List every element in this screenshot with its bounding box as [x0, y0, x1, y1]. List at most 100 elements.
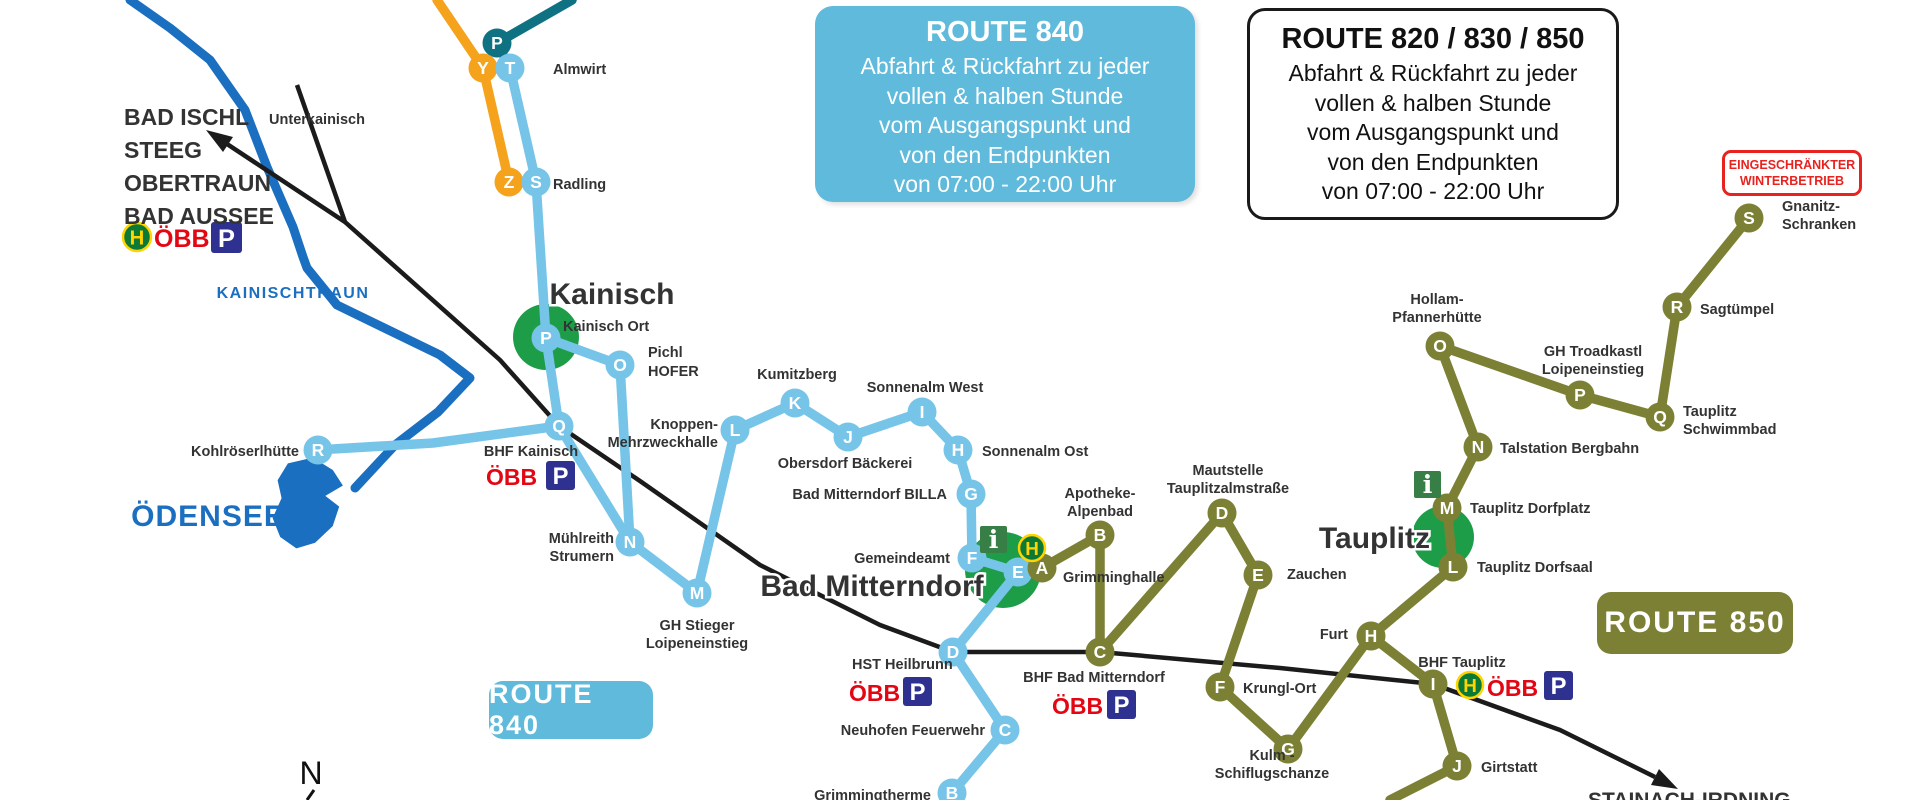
bus-stop-icon-letter: H [1025, 538, 1039, 559]
stop-letter-840-I: I [920, 402, 925, 422]
map-label: Knoppen- [650, 417, 718, 433]
stop-letter-850-M: M [1440, 498, 1455, 518]
oebb-logo-icon: ÖBB [1487, 675, 1538, 701]
route820-info-line: vom Ausgangspunkt und [1307, 119, 1559, 145]
oebb-logo-icon: ÖBB [486, 464, 537, 490]
map-label: BAD ISCHL [124, 104, 249, 130]
map-label: Obersdorf Bäckerei [778, 456, 913, 472]
map-label: N [299, 755, 322, 791]
stop-850-J [1442, 751, 1472, 781]
bus-stop-icon-letter: H [1463, 675, 1477, 696]
map-label: Sonnenalm Ost [982, 444, 1089, 460]
stop-840-L [720, 415, 750, 445]
map-label: GH Troadkastl [1544, 344, 1642, 360]
railway-arrowhead [206, 130, 233, 152]
stop-850-S [1734, 203, 1764, 233]
stop-letter-840-R: R [312, 440, 325, 460]
stop-840-I [907, 397, 937, 427]
railway-arrowhead [1651, 769, 1678, 789]
stop-letter-840-E: E [1012, 562, 1024, 582]
stop-850-N [1463, 432, 1493, 462]
stop-letter-teal-P: P [491, 33, 503, 53]
map-label: Tauplitz Dorfsaal [1477, 560, 1593, 576]
stop-840-S [521, 167, 551, 197]
route840-info-line: vom Ausgangspunkt und [879, 112, 1131, 138]
stop-850-E [1243, 560, 1273, 590]
stop-840-J [833, 422, 863, 452]
compass-needle [305, 789, 316, 800]
map-label: Hollam- [1410, 292, 1463, 308]
map-label: Gnanitz- [1782, 199, 1840, 215]
stop-letter-850-N: N [1472, 437, 1485, 457]
stop-850-M [1432, 493, 1462, 523]
stop-letter-840-O: O [613, 355, 627, 375]
stop-letter-850-S: S [1743, 208, 1755, 228]
stop-letter-840-C: C [999, 720, 1012, 740]
stop-letter-840-J: J [843, 427, 853, 447]
map-label: Apotheke- [1065, 486, 1136, 502]
map-label: Neuhofen Feuerwehr [841, 723, 986, 739]
stop-840-F [957, 543, 987, 573]
stop-letter-840-B: B [946, 783, 959, 800]
parking-icon [211, 222, 242, 253]
stop-840-M [682, 578, 712, 608]
stop-letter-840-P: P [540, 328, 552, 348]
bus-stop-icon [1017, 533, 1047, 563]
stop-letter-850-O: O [1433, 336, 1447, 356]
map-label: Schiflugschanze [1215, 766, 1329, 782]
stop-850-F [1205, 672, 1235, 702]
map-label: STEEG [124, 137, 202, 163]
stop-850-B [1085, 520, 1115, 550]
route-line-840-branch-loop [554, 421, 635, 547]
route820-info-line: von 07:00 - 22:00 Uhr [1321, 178, 1545, 204]
stop-letter-850-I: I [1431, 674, 1436, 694]
map-label: Gemeindeamt [854, 551, 950, 567]
map-label: BHF Tauplitz [1418, 655, 1506, 671]
stop-840-T [495, 53, 525, 83]
bus-stop-icon [1455, 670, 1485, 700]
stop-letter-orange-Z: Z [504, 172, 515, 192]
map-label: Tauplitz Dorfplatz [1470, 501, 1591, 517]
map-label: STAINACH-IRDNING [1588, 789, 1791, 800]
railway-branch [294, 84, 348, 223]
stop-letter-orange-Y: Y [477, 58, 489, 78]
parking-icon-letter: P [1551, 673, 1567, 700]
map-label: BHF Kainisch [484, 444, 578, 460]
map-label: HST Heilbrunn [852, 657, 953, 673]
stop-letter-840-H: H [952, 440, 965, 460]
route840-info-line: von 07:00 - 22:00 Uhr [893, 171, 1117, 197]
route840-badge: ROUTE 840 [489, 679, 653, 740]
info-icon-letter: i [1423, 470, 1433, 500]
map-label: Unterkainisch [269, 112, 365, 128]
map-label: Tauplitz [1319, 522, 1430, 555]
map-label: Kainisch [549, 278, 674, 311]
stop-letter-840-L: L [730, 420, 741, 440]
route820-830-850-info-box: ROUTE 820 / 830 / 850 Abfahrt & Rückfahr… [1247, 8, 1619, 220]
winter-notice-line: EINGESCHRÄNKTER [1728, 158, 1856, 172]
stop-840-R [303, 435, 333, 465]
map-label: Mehrzweckhalle [608, 435, 718, 451]
lake-oedensee [269, 454, 348, 552]
stop-teal-P [482, 28, 512, 58]
stop-letter-850-J: J [1452, 756, 1462, 776]
stop-850-L [1438, 552, 1468, 582]
map-label: Kainisch Ort [563, 319, 649, 335]
map-label: Kohlröserlhütte [191, 444, 299, 460]
parking-icon [1107, 690, 1136, 719]
stop-letter-850-D: D [1216, 503, 1229, 523]
stop-840-C [990, 715, 1020, 745]
stop-orange-Z [494, 167, 524, 197]
stop-840-K [780, 388, 810, 418]
stop-letter-850-C: C [1094, 642, 1107, 662]
stop-840-D [938, 637, 968, 667]
info-icon [980, 526, 1007, 553]
stop-letter-850-B: B [1094, 525, 1107, 545]
stop-840-O [605, 350, 635, 380]
stop-letter-850-A: A [1036, 558, 1049, 578]
winter-notice-badge: EINGESCHRÄNKTER WINTERBETRIEB [1722, 150, 1862, 196]
route-line-840-branch-kohlroeserl [328, 421, 564, 454]
parking-icon-letter: P [1114, 692, 1130, 719]
info-icon-letter: i [989, 525, 999, 555]
